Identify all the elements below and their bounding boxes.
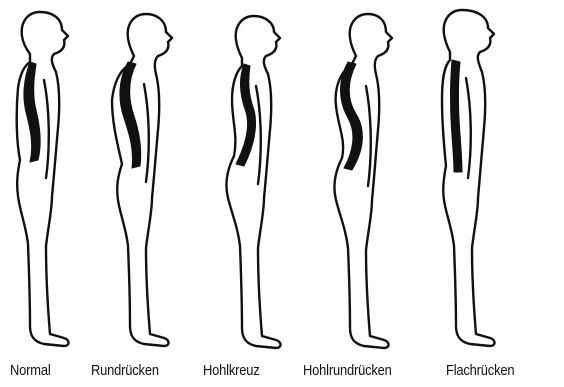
spine [24, 62, 40, 162]
figure-hohlkreuz [226, 16, 280, 348]
arm [44, 80, 49, 178]
arm [144, 84, 149, 182]
figure-hohlrundruecken [334, 14, 392, 348]
body-outline [334, 14, 392, 348]
arm [256, 86, 261, 184]
label-rundruecken: Rundrücken [91, 362, 159, 379]
label-hohlkreuz: Hohlkreuz [203, 362, 260, 379]
label-normal: Normal [10, 362, 51, 379]
figure-rundruecken [112, 14, 172, 346]
label-hohlrundruecken: Hohlrundrücken [303, 362, 392, 379]
arm [366, 86, 371, 186]
body-outline [226, 16, 280, 348]
body-outline [112, 14, 172, 346]
arm [466, 78, 471, 178]
spine [451, 60, 463, 172]
figure-flachruecken [442, 10, 495, 346]
spine [120, 62, 141, 168]
label-flachruecken: Flachrücken [446, 362, 514, 379]
body-outline [17, 12, 69, 346]
spine [236, 64, 256, 166]
figure-normal [17, 12, 69, 346]
